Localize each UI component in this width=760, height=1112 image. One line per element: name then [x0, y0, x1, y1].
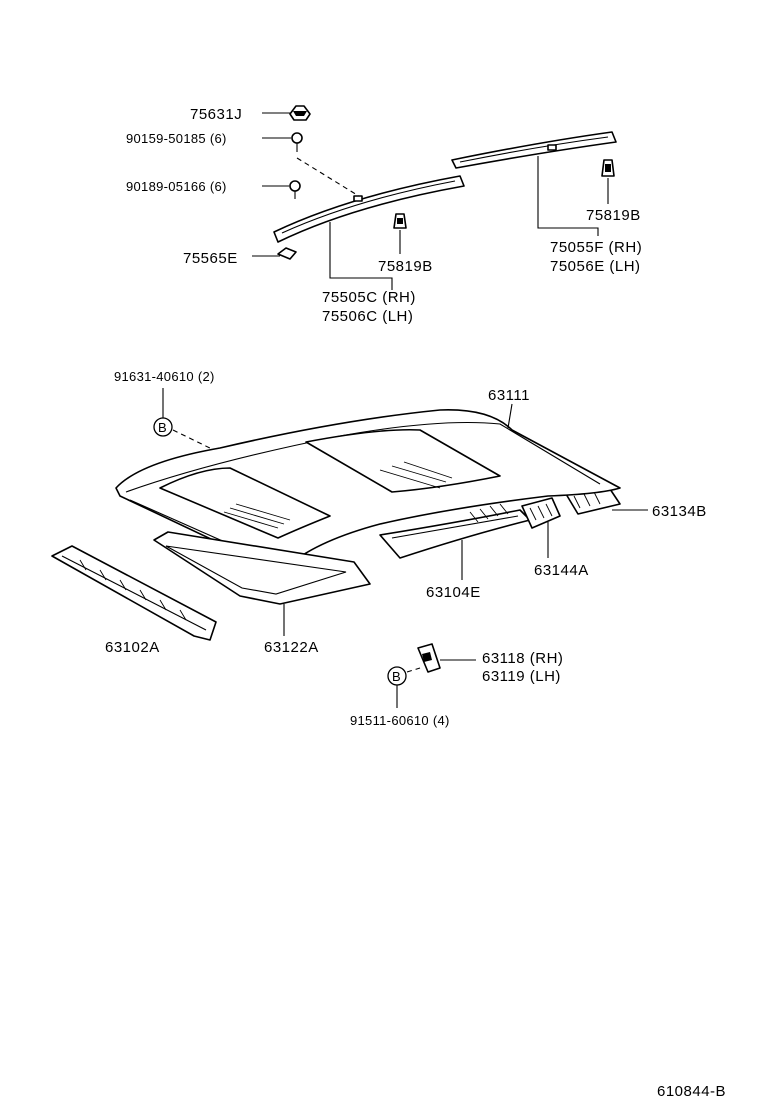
drawing-number: 610844-B [657, 1083, 726, 1100]
label-91511: 91511-60610 (4) [350, 713, 450, 728]
screw-90159-part [291, 132, 303, 152]
bracket-75055f [537, 156, 599, 236]
label-63102a: 63102A [105, 639, 160, 656]
label-91631: 91631-40610 (2) [114, 369, 215, 384]
label-75056e: 75056E (LH) [550, 258, 641, 275]
label-75055f: 75055F (RH) [550, 239, 642, 256]
front-drip-molding-part [273, 175, 465, 243]
label-75505c: 75505C (RH) [322, 289, 416, 306]
dashed-assembly-line-upper [296, 157, 363, 199]
label-63118: 63118 (RH) [482, 650, 563, 667]
clip-75819b-right-part [601, 159, 615, 177]
label-90189: 90189-05166 (6) [126, 179, 227, 194]
screw-90189-part [289, 180, 301, 199]
rear-drip-molding-part [451, 131, 617, 169]
leader-63111 [507, 403, 513, 429]
bracket-75505c [329, 222, 393, 290]
bracket-63144a-part [521, 497, 561, 529]
svg-text:B: B [158, 420, 167, 435]
sunroof-frame-63122a-part [153, 531, 371, 605]
label-63134b: 63134B [652, 503, 707, 520]
label-63119: 63119 (LH) [482, 668, 561, 685]
clip-75819b-left-part [393, 213, 407, 229]
label-75565e: 75565E [183, 250, 238, 267]
dashed-assembly-line-lower [406, 667, 421, 673]
bracket-63118-part [417, 643, 441, 673]
label-90159: 90159-50185 (6) [126, 131, 227, 146]
label-63122a: 63122A [264, 639, 319, 656]
label-63144a: 63144A [534, 562, 589, 579]
label-75819b-left: 75819B [378, 258, 433, 275]
clip-75631j-part [289, 105, 311, 121]
label-63104e: 63104E [426, 584, 481, 601]
end-cap-75565e-part [277, 247, 297, 260]
callout-b-lower: B [387, 666, 407, 686]
dashed-assembly-line-callout-b [172, 429, 219, 453]
label-75631j: 75631J [190, 106, 242, 123]
label-75819b-right: 75819B [586, 207, 641, 224]
label-75506c: 75506C (LH) [322, 308, 413, 325]
front-header-63102a-part [51, 545, 217, 641]
label-63111: 63111 [488, 387, 530, 404]
callout-b-upper: B [153, 417, 173, 437]
roof-panel-63111-part [115, 409, 621, 570]
svg-text:B: B [392, 669, 401, 684]
